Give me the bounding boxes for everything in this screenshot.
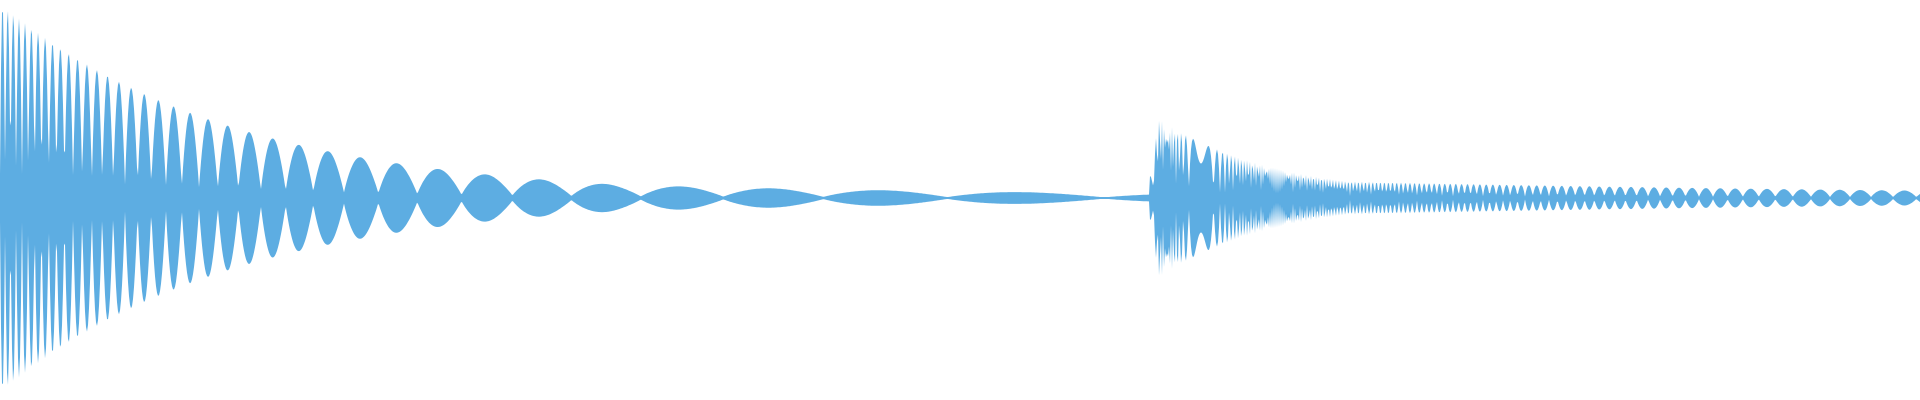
waveform-shape <box>0 11 1920 385</box>
